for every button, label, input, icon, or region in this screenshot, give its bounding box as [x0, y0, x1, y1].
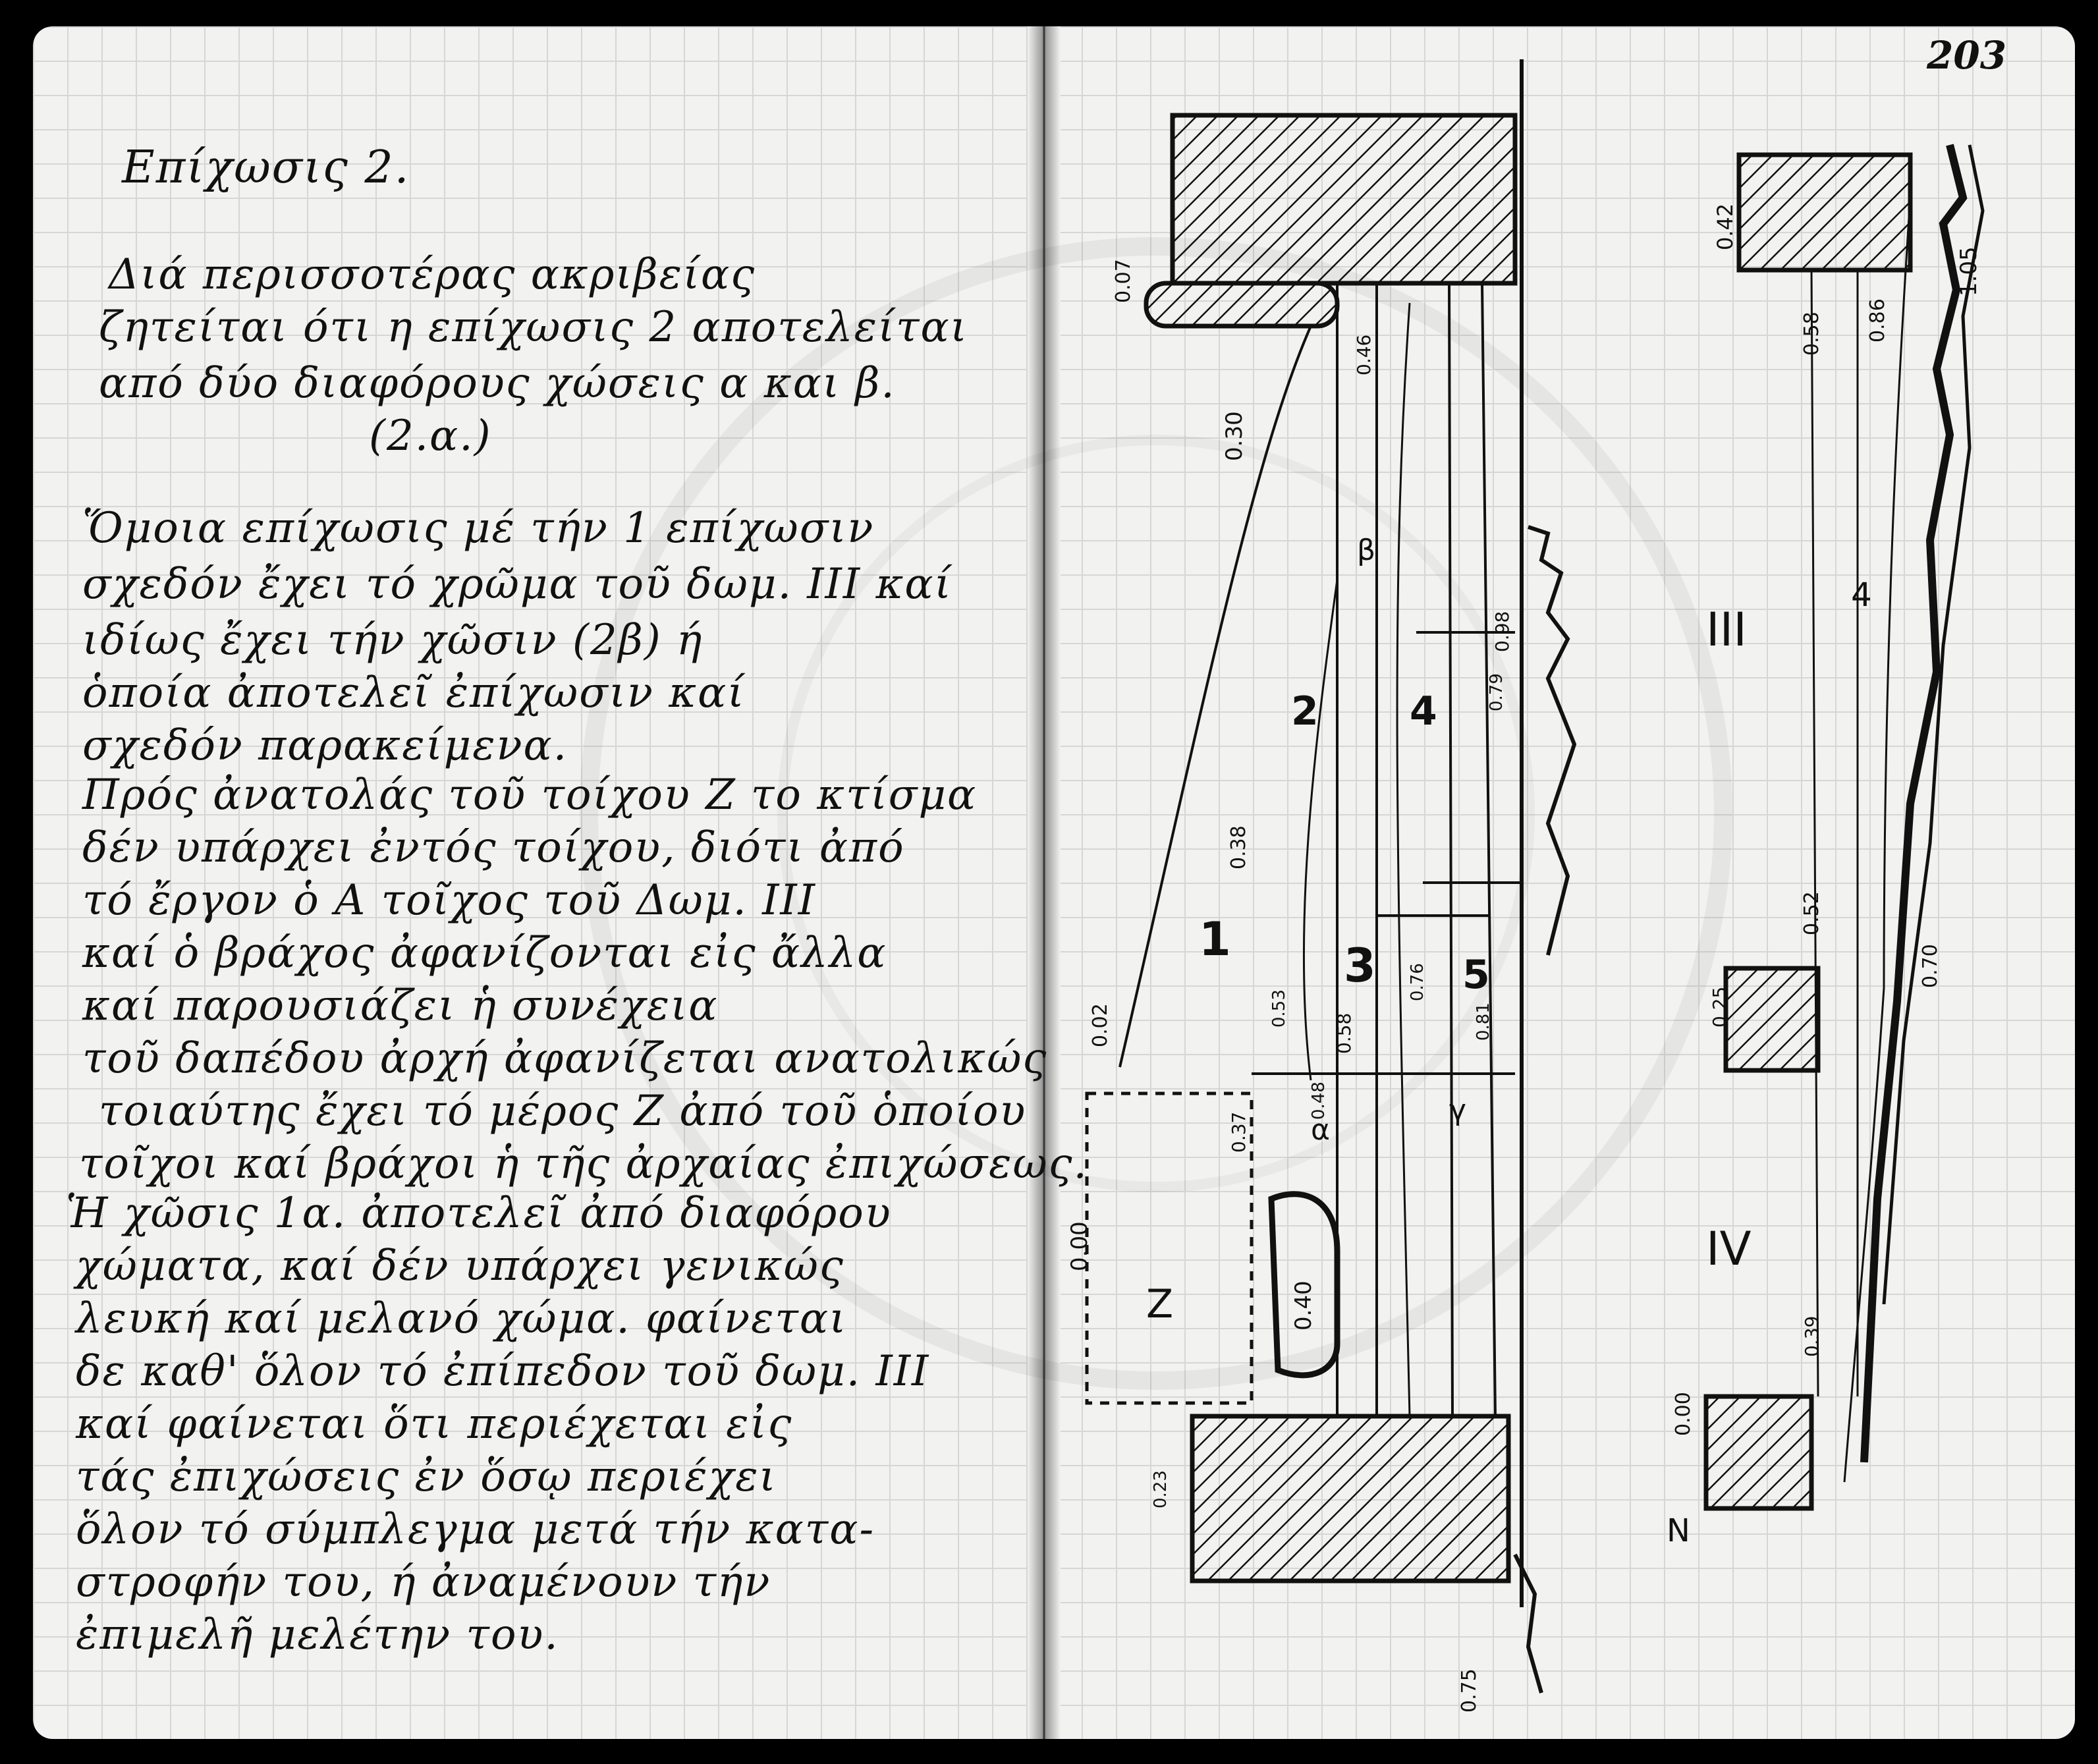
label-layer-1: 1: [1199, 912, 1231, 966]
section-drawing-main: [1085, 59, 1577, 1694]
pottery-outline: [1268, 1191, 1340, 1379]
upper-stone-block: [1170, 113, 1518, 286]
measurement: 0.75: [1458, 1668, 1481, 1713]
label-gamma: γ: [1449, 1093, 1466, 1127]
measurement: 0.02: [1089, 1003, 1112, 1047]
measurement: 0.81: [1474, 1003, 1493, 1041]
measurement: 0.70: [1919, 944, 1942, 988]
text-line: από δύο διαφόρους χώσεις α και β.: [99, 359, 896, 408]
measurement: 0.86: [1866, 298, 1889, 343]
label-room-3: III: [1706, 603, 1747, 657]
measurement: 0.37: [1228, 1112, 1250, 1153]
text-line: καί παρουσιάζει ἡ συνέχεια: [82, 981, 719, 1030]
section-drawing-secondary: [1703, 144, 1985, 1511]
text-line: σχεδόν ἔχει τό χρῶμα τοῦ δωμ. III καί: [82, 560, 952, 609]
measurement: 0.30: [1221, 411, 1248, 461]
measurement: 0.07: [1112, 259, 1135, 303]
text-line: δέν υπάρχει ἐντός τοίχου, διότι ἀπό: [82, 823, 905, 872]
lower-stone-block: [1190, 1414, 1511, 1584]
measurement: 0.39: [1801, 1316, 1823, 1357]
label-z: Z: [1146, 1281, 1173, 1327]
measurement: 0.46: [1353, 335, 1375, 375]
text-line: Ἡ χῶσις 1α. ἀποτελεῖ ἀπό διαφόρου: [66, 1189, 892, 1238]
page-number: 203: [1927, 33, 2007, 78]
text-line: στροφήν του, ή ἀναμένουν τήν: [76, 1558, 771, 1607]
text-line: Πρός ἀνατολάς τοῦ τοίχου Ζ το κτίσμα: [82, 771, 978, 819]
text-line: Ὅμοια επίχωσις μέ τήν 1 επίχωσιν: [82, 504, 875, 553]
text-line: χώματα, καί δέν υπάρχει γενικώς: [76, 1242, 844, 1290]
label-layer-5: 5: [1462, 952, 1490, 998]
text-line: τό ἔργον ὁ Α τοῖχος τοῦ Δωμ. III: [82, 876, 816, 925]
measurement: 0.79: [1487, 673, 1506, 711]
measurement: 0.42: [1713, 204, 1738, 250]
measurement: 0.23: [1151, 1470, 1171, 1508]
small-stone-slab: [1144, 281, 1340, 329]
text-line: δε καθ' ὅλον τό ἐπίπεδον τοῦ δωμ. III: [76, 1347, 930, 1396]
label-alpha: α: [1311, 1113, 1330, 1147]
stone-block-middle: [1723, 966, 1821, 1073]
stone-block-top: [1736, 152, 1913, 273]
measurement: 0.58: [1333, 1013, 1355, 1054]
measurement: 0.58: [1800, 312, 1823, 356]
dashed-outline-z: [1085, 1091, 1254, 1405]
measurement: 0.53: [1269, 989, 1289, 1028]
text-line: ὁποία ἀποτελεῖ ἐπίχωσιν καί: [82, 669, 746, 717]
label-layer-2: 2: [1291, 688, 1319, 734]
measurement: 0.98: [1491, 611, 1513, 652]
label-room-4: IV: [1706, 1222, 1752, 1276]
text-line: τάς ἐπιχώσεις ἐν ὅσῳ περιέχει: [76, 1452, 777, 1501]
measurement: 0.38: [1227, 825, 1250, 869]
text-line: τοῖχοι καί βράχοι ἡ τῆς ἀρχαίας ἐπιχώσεω…: [79, 1140, 1088, 1188]
measurement: 0.48: [1309, 1082, 1329, 1120]
measurement: 0.25: [1709, 987, 1730, 1028]
measurement: 0.52: [1800, 891, 1823, 935]
page-heading: Επίχωσις 2.: [122, 142, 410, 194]
text-line: (2.α.): [369, 412, 492, 460]
measurement: 0.40: [1290, 1281, 1317, 1331]
text-line: Διά περισσοτέρας ακριβείας: [109, 250, 756, 299]
label-layer-3: 3: [1344, 939, 1376, 993]
stone-block-bottom: [1703, 1394, 1814, 1511]
measurement: 0.76: [1408, 963, 1427, 1001]
label-layer-4-secondary: 4: [1851, 576, 1872, 614]
label-layer-4: 4: [1410, 688, 1437, 734]
label-n: N: [1667, 1512, 1690, 1549]
text-line: ζητείται ότι η επίχωσις 2 αποτελείται: [99, 303, 968, 352]
text-line: σχεδόν παρακείμενα.: [82, 721, 568, 770]
measurement: 0.00: [1672, 1392, 1695, 1436]
text-line: ὅλον τό σύμπλεγμα μετά τήν κατα-: [76, 1505, 875, 1554]
text-line: λευκή καί μελανό χώμα. φαίνεται: [76, 1294, 848, 1343]
measurement: 0.00: [1066, 1221, 1093, 1271]
label-beta: β: [1357, 534, 1375, 567]
text-line: καί φαίνεται ὅτι περιέχεται εἰς: [76, 1400, 793, 1448]
text-line: τοιαύτης ἔχει τό μέρος Ζ ἀπό τοῦ ὁποίου: [99, 1087, 1027, 1136]
text-line: τοῦ δαπέδου ἀρχή ἀφανίζεται ανατολικώς: [82, 1034, 1048, 1083]
text-line: καί ὁ βράχος ἀφανίζονται εἰς ἄλλα: [82, 929, 887, 978]
text-line: ιδίως ἔχει τήν χῶσιν (2β) ή: [82, 616, 704, 665]
measurement: 1.05: [1956, 246, 1982, 296]
text-line: ἐπιμελῆ μελέτην του.: [76, 1611, 559, 1659]
